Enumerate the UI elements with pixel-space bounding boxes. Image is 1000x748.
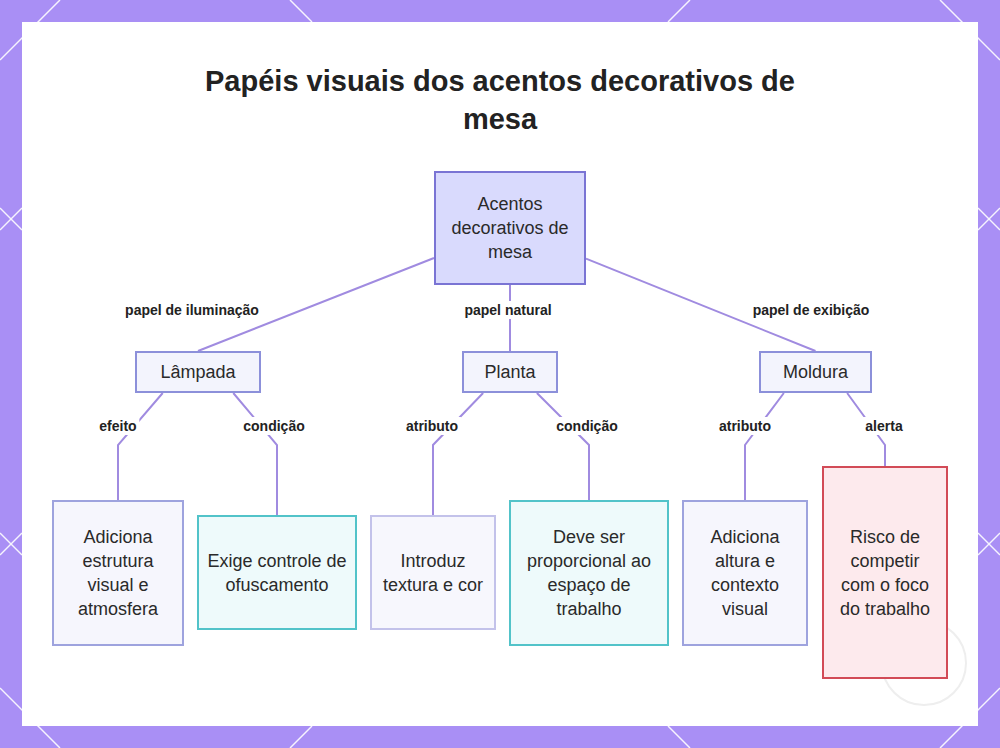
connector-line (745, 393, 784, 500)
edge-label: condição (240, 417, 307, 435)
edge-label: papel de exibição (750, 301, 873, 319)
box-text: Acentos decorativos de mesa (444, 192, 576, 264)
box-text: Planta (484, 361, 535, 383)
connector-line (118, 393, 163, 500)
edge-label: alerta (862, 417, 905, 435)
connector-line (537, 393, 589, 500)
edge-label: papel natural (461, 301, 554, 319)
category-box: Planta (462, 351, 558, 393)
box-text: Deve ser proporcional ao espaço de traba… (519, 525, 659, 621)
detail-box: Deve ser proporcional ao espaço de traba… (509, 500, 669, 646)
edge-label: efeito (96, 417, 139, 435)
connector-line (433, 393, 483, 515)
category-box: Moldura (759, 351, 872, 393)
root-box: Acentos decorativos de mesa (434, 171, 586, 285)
detail-box: Risco de competir com o foco do trabalho (822, 466, 948, 679)
category-box: Lâmpada (135, 351, 261, 393)
edge-label: papel de iluminação (122, 301, 262, 319)
box-text: Adiciona altura e contexto visual (692, 525, 798, 621)
box-text: Risco de competir com o foco do trabalho (832, 525, 938, 621)
edge-label: condição (553, 417, 620, 435)
detail-box: Introduz textura e cor (370, 515, 496, 630)
edge-label: atributo (403, 417, 461, 435)
connector-line (233, 393, 277, 515)
box-text: Lâmpada (160, 361, 235, 383)
edge-label: atributo (716, 417, 774, 435)
detail-box: Adiciona altura e contexto visual (682, 500, 808, 646)
box-text: Adiciona estrutura visual e atmosfera (62, 525, 174, 621)
box-text: Exige controle de ofuscamento (207, 549, 347, 597)
detail-box: Adiciona estrutura visual e atmosfera (52, 500, 184, 646)
box-text: Moldura (783, 361, 848, 383)
box-text: Introduz textura e cor (380, 549, 486, 597)
diagram-title: Papéis visuais dos acentos decorativos d… (200, 62, 800, 138)
detail-box: Exige controle de ofuscamento (197, 515, 357, 630)
